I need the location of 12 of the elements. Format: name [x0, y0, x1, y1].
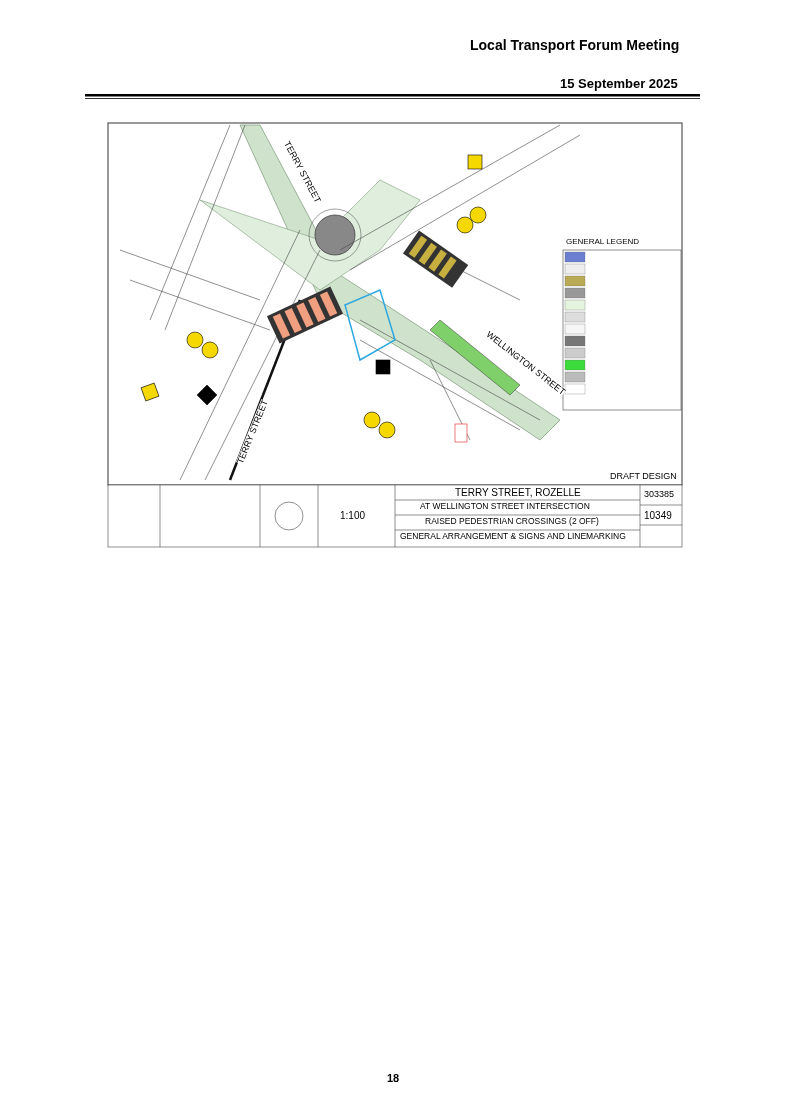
meeting-date: 15 September 2025 [560, 77, 678, 92]
drawing-number: 10349 [644, 510, 672, 521]
legend-heading: GENERAL LEGEND [566, 238, 640, 247]
drawing-title: GENERAL ARRANGEMENT & SIGNS AND LINEMARKING [400, 532, 626, 542]
project-number: 303385 [644, 490, 675, 500]
page-number: 18 [387, 1072, 400, 1085]
status-text: DRAFT DESIGN [610, 472, 677, 482]
drawing-title: TERRY STREET, ROZELLE [455, 487, 581, 498]
drawing-title: AT WELLINGTON STREET INTERSECTION [420, 502, 590, 512]
drawing-title: RAISED PEDESTRIAN CROSSINGS (2 OFF) [425, 517, 599, 527]
meeting-title: Local Transport Forum Meeting [470, 38, 680, 54]
scale-text: 1:100 [340, 510, 366, 521]
